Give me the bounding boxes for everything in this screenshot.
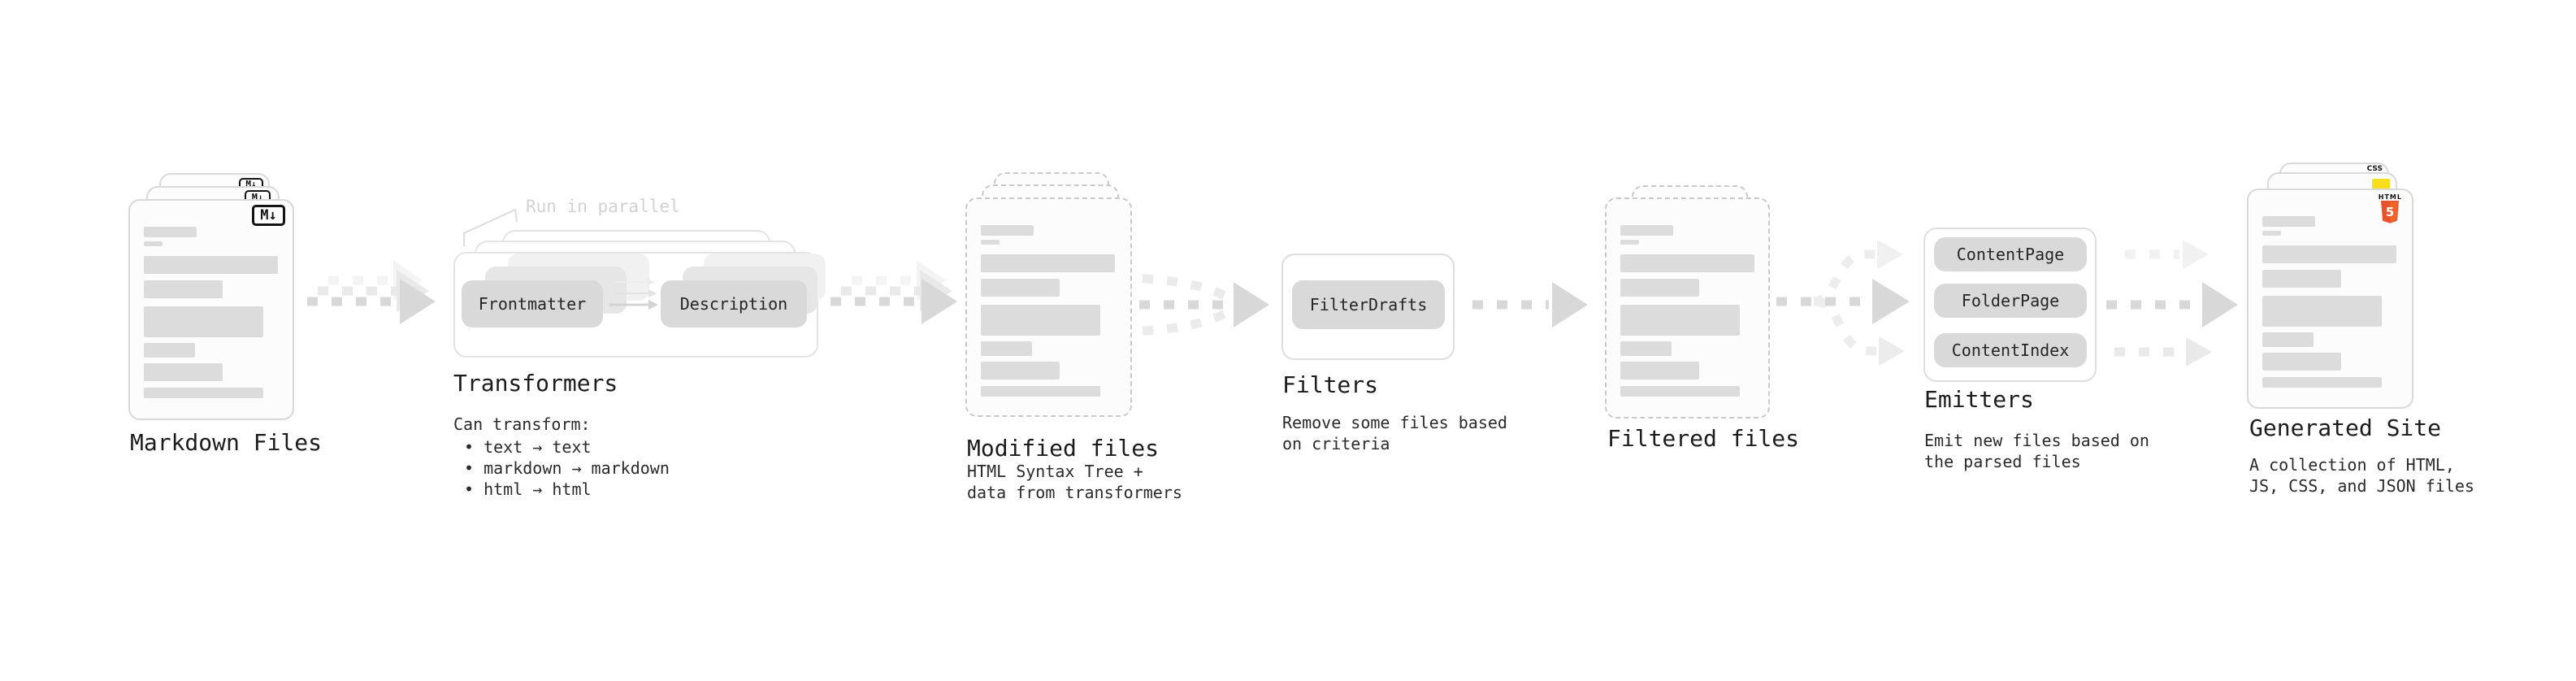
- desc-line: HTML Syntax Tree +: [967, 462, 1143, 481]
- arrows-emitters-to-generated: [2106, 240, 2238, 367]
- bullet-item: • markdown → markdown: [464, 458, 670, 478]
- text-line-placeholder: [981, 225, 1034, 236]
- text-line-placeholder: [144, 363, 223, 381]
- text-line-placeholder: [981, 279, 1060, 297]
- text-line-placeholder: [981, 386, 1100, 397]
- desc-line: JS, CSS, and JSON files: [2249, 476, 2474, 496]
- arrow-modified-to-filters: [1139, 274, 1269, 336]
- svg-text:5: 5: [2386, 205, 2394, 219]
- text-line-placeholder: [1620, 305, 1740, 336]
- text-line-placeholder: [1620, 386, 1740, 397]
- filters-desc: Remove some files based on criteria: [1282, 412, 1507, 454]
- text-line-placeholder: [2262, 245, 2396, 263]
- filtered-files-label: Filtered files: [1607, 425, 1800, 452]
- text-line-placeholder: [2262, 353, 2341, 371]
- text-line-placeholder: [981, 240, 1000, 245]
- html5-icon: HTML 5: [2379, 194, 2402, 224]
- text-line-placeholder: [981, 341, 1032, 356]
- text-line-placeholder: [981, 362, 1060, 380]
- filterdrafts-pill: FilterDrafts: [1292, 280, 1445, 329]
- text-line-placeholder: [144, 256, 278, 274]
- desc-line: data from transformers: [967, 483, 1182, 502]
- text-line-placeholder: [1620, 341, 1672, 356]
- contentpage-pill: ContentPage: [1934, 237, 2087, 271]
- generated-site-desc: A collection of HTML, JS, CSS, and JSON …: [2249, 454, 2474, 497]
- filters-title: Filters: [1282, 371, 1379, 398]
- frontmatter-pill: Frontmatter: [462, 280, 603, 327]
- html5-icon-wordmark: HTML: [2378, 193, 2402, 201]
- text-line-placeholder: [144, 388, 263, 398]
- text-line-placeholder: [1620, 240, 1639, 245]
- modified-file-card-front: [965, 197, 1132, 417]
- transformers-bullets: • text → text • markdown → markdown • ht…: [453, 436, 670, 500]
- text-line-placeholder: [2262, 296, 2382, 327]
- text-line-placeholder: [144, 343, 195, 358]
- js-icon: [2372, 179, 2390, 189]
- bullet-item: • html → html: [464, 479, 592, 499]
- generated-file-card-front: HTML 5: [2247, 189, 2413, 409]
- text-line-placeholder: [144, 280, 223, 298]
- desc-line: the parsed files: [1924, 452, 2081, 471]
- text-line-placeholder: [2262, 377, 2382, 388]
- text-line-placeholder: [1620, 362, 1699, 380]
- text-line-placeholder: [981, 254, 1115, 272]
- markdown-files-label: Markdown Files: [130, 429, 323, 456]
- html5-shield: 5: [2381, 201, 2400, 223]
- arrow-markdown-to-transformers: [307, 260, 436, 324]
- transformers-desc-heading: Can transform:: [453, 414, 591, 434]
- markdown-file-card-front: M↓: [128, 199, 294, 420]
- desc-line: A collection of HTML,: [2249, 455, 2455, 475]
- modified-files-desc: HTML Syntax Tree + data from transformer…: [967, 461, 1182, 503]
- markdown-icon: M↓: [252, 205, 285, 226]
- emitters-title: Emitters: [1924, 386, 2034, 413]
- css-icon-label: CSS: [2366, 165, 2383, 173]
- bullet-item: • text → text: [464, 437, 592, 457]
- emitters-desc: Emit new files based on the parsed files: [1924, 430, 2149, 472]
- text-line-placeholder: [2262, 270, 2341, 288]
- desc-line: Remove some files based: [1282, 413, 1507, 432]
- arrow-transformers-to-modified: [830, 260, 957, 324]
- contentindex-pill: ContentIndex: [1934, 333, 2087, 367]
- run-in-parallel-note: Run in parallel: [526, 197, 680, 216]
- desc-line: Emit new files based on: [1924, 431, 2149, 450]
- filtered-file-card-front: [1605, 197, 1770, 419]
- generated-site-title: Generated Site: [2249, 414, 2442, 441]
- text-line-placeholder: [1620, 279, 1699, 297]
- modified-files-title: Modified files: [967, 435, 1160, 462]
- text-line-placeholder: [144, 306, 263, 337]
- text-line-placeholder: [1620, 254, 1754, 272]
- text-line-placeholder: [144, 227, 197, 237]
- text-line-placeholder: [2262, 332, 2314, 347]
- description-pill: Description: [661, 280, 807, 327]
- text-line-placeholder: [2262, 231, 2281, 236]
- transformers-title: Transformers: [453, 370, 618, 397]
- text-line-placeholder: [2262, 216, 2315, 227]
- folderpage-pill: FolderPage: [1934, 284, 2087, 318]
- arrow-filters-to-filtered: [1472, 282, 1588, 327]
- text-line-placeholder: [144, 241, 163, 246]
- desc-line: on criteria: [1282, 434, 1390, 453]
- arrow-filtered-to-emitters: [1776, 240, 1910, 366]
- text-line-placeholder: [1620, 225, 1673, 236]
- text-line-placeholder: [981, 305, 1100, 336]
